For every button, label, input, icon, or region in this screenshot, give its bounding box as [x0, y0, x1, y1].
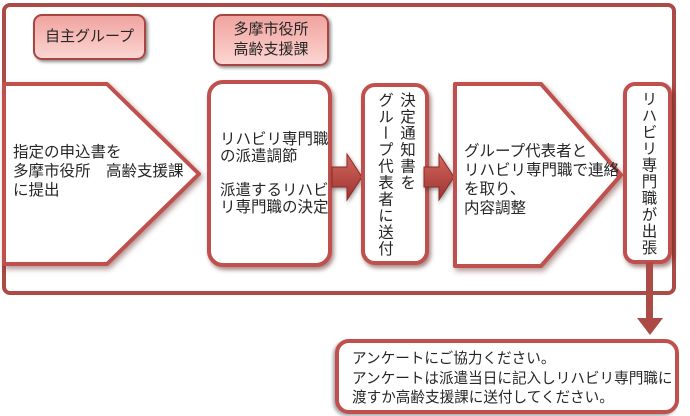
- step5-vertical-box: リハビリ専門職が出張: [623, 82, 672, 264]
- actor-label-self-group: 自主グループ: [33, 14, 146, 60]
- actor-label-self-group-text: 自主グループ: [44, 28, 135, 45]
- step3-vertical-box: 決定通知書を グループ代表者に送付: [361, 83, 429, 265]
- actor-label-city-office: 多摩市役所 高齢支援課: [213, 14, 329, 66]
- step2-line4: リ専門職の決定: [220, 199, 329, 216]
- step4-chevron-shape: [453, 82, 623, 268]
- note-line1: アンケートにご協力ください。: [352, 351, 556, 367]
- note-line2: アンケートは派遣当日に記入しリハビリ専門職に: [352, 370, 673, 387]
- step1-text: 指定の申込書を 多摩市役所 高齢支援課 に提出: [13, 144, 184, 199]
- step2-line1: リハビリ専門職: [220, 130, 329, 148]
- connector-line: [646, 262, 653, 320]
- step3-text: 決定通知書を グループ代表者に送付: [376, 91, 415, 257]
- note-line3: 渡すか高齢支援課に送付してください。: [352, 390, 614, 406]
- arrow-right-icon: [331, 152, 363, 202]
- actor-label-city-office-line2: 高齢支援課: [233, 41, 309, 58]
- actor-label-city-office-line1: 多摩市役所: [233, 21, 309, 38]
- arrow-down-icon: [637, 318, 663, 335]
- step4-text: グループ代表者と リハビリ専門職で連絡 を取り、 内容調整: [464, 143, 620, 217]
- step2-rounded-box: リハビリ専門職 の派遣調節 派遣するリハビ リ専門職の決定: [207, 80, 332, 267]
- step5-text: リハビリ専門職が出張: [639, 90, 657, 256]
- step2-line3: 派遣するリハビ: [220, 181, 329, 199]
- step1-chevron-shape: [2, 82, 201, 266]
- step2-line2: の派遣調節: [220, 148, 298, 165]
- survey-note-box: アンケートにご協力ください。 アンケートは派遣当日に記入しリハビリ専門職に 渡す…: [335, 339, 679, 414]
- arrow-right-icon: [423, 152, 455, 202]
